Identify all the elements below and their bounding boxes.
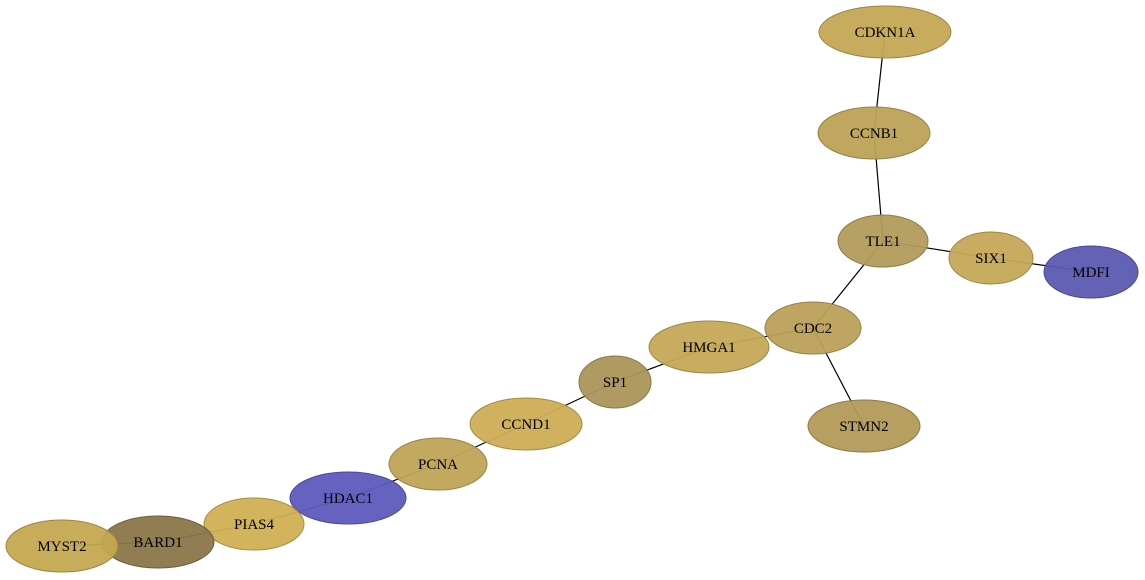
node-label: SP1: [603, 375, 627, 391]
node-ccnd1[interactable]: CCND1: [469, 397, 583, 451]
node-pias4[interactable]: PIAS4: [203, 497, 305, 551]
node-sp1[interactable]: SP1: [578, 355, 652, 409]
node-hdac1[interactable]: HDAC1: [289, 471, 407, 525]
node-label: PIAS4: [234, 517, 275, 533]
node-cdc2[interactable]: CDC2: [764, 301, 862, 355]
node-tle1[interactable]: TLE1: [837, 214, 929, 268]
node-label: STMN2: [839, 419, 888, 435]
node-hmga1[interactable]: HMGA1: [648, 320, 770, 374]
node-shape: [807, 399, 921, 453]
node-ccnb1[interactable]: CCNB1: [817, 106, 931, 160]
node-label: HMGA1: [682, 340, 735, 356]
node-label: BARD1: [133, 535, 182, 551]
node-shape: [817, 106, 931, 160]
node-label: MYST2: [37, 539, 86, 555]
node-label: MDFI: [1072, 265, 1110, 281]
edges-layer: [61, 31, 1092, 547]
node-label: CDC2: [794, 321, 832, 337]
node-label: PCNA: [418, 457, 458, 473]
node-shape: [1043, 245, 1139, 299]
node-shape: [388, 437, 488, 491]
node-label: CCNB1: [850, 126, 898, 142]
node-label: CCND1: [501, 417, 550, 433]
node-shape: [289, 471, 407, 525]
node-shape: [818, 5, 952, 59]
node-shape: [948, 231, 1034, 285]
node-myst2[interactable]: MYST2: [5, 519, 119, 573]
node-label: SIX1: [975, 251, 1007, 267]
node-cdkn1a[interactable]: CDKN1A: [818, 5, 952, 59]
node-pcna[interactable]: PCNA: [388, 437, 488, 491]
node-shape: [5, 519, 119, 573]
node-shape: [764, 301, 862, 355]
node-stmn2[interactable]: STMN2: [807, 399, 921, 453]
node-bard1[interactable]: BARD1: [101, 515, 215, 569]
node-shape: [578, 355, 652, 409]
node-shape: [469, 397, 583, 451]
node-shape: [648, 320, 770, 374]
node-label: TLE1: [866, 234, 901, 250]
node-six1[interactable]: SIX1: [948, 231, 1034, 285]
node-shape: [837, 214, 929, 268]
node-shape: [203, 497, 305, 551]
node-label: HDAC1: [323, 491, 373, 507]
node-label: CDKN1A: [855, 25, 916, 41]
node-mdfi[interactable]: MDFI: [1043, 245, 1139, 299]
